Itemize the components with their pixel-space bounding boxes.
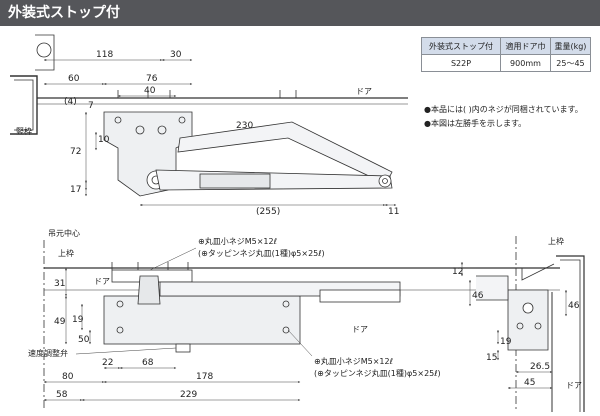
dim-17: 17 [70, 185, 81, 195]
closer-body [103, 295, 301, 345]
side-view-labels: 12 46 19 46 15 26.5 45 上枠 ドア [452, 236, 582, 390]
dim-255: (255) [256, 207, 280, 217]
dim-50: 50 [78, 335, 90, 345]
top-view-labels: 118 30 60 76 40 (4) 7 10 72 17 230 (255)… [16, 50, 399, 217]
dim-40: 40 [144, 86, 156, 96]
page-title: 外装式ストップ付 [8, 5, 120, 21]
label-door-front: ドア [94, 277, 110, 286]
spec-data-row: S22P 900mm 25～45 [420, 54, 592, 72]
side-bracket-top [476, 263, 555, 281]
side-frame-outer [556, 255, 585, 412]
dim-60: 60 [68, 74, 80, 84]
side-screw [534, 322, 542, 330]
side-frame-inner [560, 259, 581, 412]
top-view [10, 34, 408, 197]
valve-leader [75, 347, 177, 355]
top-view-dimensions [43, 59, 397, 206]
label-side-door: ドア [566, 381, 582, 390]
label-door: ドア [356, 87, 372, 96]
dim-4: (4) [64, 97, 77, 107]
dim-46-right: 46 [568, 301, 580, 311]
callout-bottom-line1: ⊕丸皿小ネジM5×12ℓ [314, 356, 393, 366]
body-screw [116, 326, 124, 334]
callout-top-line2: (⊕タッピンネジ丸皿(1種)φ5×25ℓ) [198, 248, 325, 258]
side-view-dimensions [461, 261, 567, 389]
screw-hole [135, 125, 145, 135]
side-arm [476, 275, 509, 301]
dim-26-5: 26.5 [530, 362, 550, 372]
title-bar: 外装式ストップ付 [0, 0, 600, 26]
frame-inner [14, 79, 34, 131]
dim-72: 72 [70, 147, 81, 157]
body-screw [116, 300, 124, 308]
label-side-top-frame: 上枠 [548, 236, 564, 246]
dim-11: 11 [388, 207, 399, 217]
spec-weight-value: 25～45 [549, 54, 592, 72]
dim-230: 230 [236, 121, 253, 131]
arm-shoe [137, 275, 161, 305]
front-view-dimensions [43, 247, 313, 401]
dim-58: 58 [56, 390, 68, 400]
lower-arm [155, 169, 393, 191]
spec-table: 外装式ストップ付 適用ドア巾 重量(kg) S22P 900mm 25～45 [420, 37, 592, 72]
dim-46-left: 46 [472, 291, 484, 301]
dim-49: 49 [54, 317, 66, 327]
dim-80: 80 [62, 372, 74, 382]
dim-30: 30 [170, 50, 182, 60]
body-screw [282, 300, 290, 308]
dim-19-side: 19 [500, 337, 512, 347]
spec-header-weight: 重量(kg) [549, 37, 592, 55]
dim-19: 19 [72, 315, 84, 325]
speed-valve [175, 343, 191, 353]
notes: ●本品には( )内のネジが同梱されています。 ●本図は左勝手を示します。 [424, 103, 583, 131]
dim-118: 118 [96, 50, 113, 60]
note-left-hand: ●本図は左勝手を示します。 [424, 119, 527, 128]
label-top-frame: 上枠 [58, 248, 74, 258]
hinge-block [35, 34, 55, 71]
hinge-circle [36, 42, 52, 58]
dim-31: 31 [54, 279, 65, 289]
callout-leader-top [149, 247, 197, 271]
label-frame: 竪枠 [16, 126, 32, 136]
spec-header-model: 外装式ストップ付 [420, 37, 502, 55]
spec-model-value: S22P [420, 54, 502, 72]
screw-hole [178, 116, 186, 124]
frame-outline [10, 75, 38, 135]
dim-76: 76 [146, 74, 158, 84]
dim-22: 22 [102, 358, 113, 368]
side-pivot [522, 302, 534, 314]
dim-178: 178 [196, 372, 213, 382]
spec-header-row: 外装式ストップ付 適用ドア巾 重量(kg) [420, 37, 592, 55]
screw-hole [114, 116, 122, 124]
dim-12: 12 [452, 267, 463, 277]
dim-229: 229 [180, 390, 197, 400]
label-speed-valve: 速度調整弁 [28, 348, 68, 358]
front-view-labels: 31 49 19 50 22 68 80 178 58 229 吊元中心 上枠 … [28, 228, 441, 400]
front-view [43, 240, 560, 410]
side-closer-body [507, 289, 549, 351]
note-screws: ●本品には( )内のネジが同梱されています。 [424, 105, 583, 114]
arm-rod [199, 173, 271, 189]
dim-45: 45 [524, 378, 535, 388]
label-hinge-center: 吊元中心 [48, 228, 80, 238]
dim-15: 15 [486, 353, 497, 363]
side-screw [516, 322, 524, 330]
dim-10: 10 [98, 135, 110, 145]
dim-7: 7 [88, 101, 94, 111]
screw-hole [157, 125, 167, 135]
dim-68: 68 [142, 358, 154, 368]
label-door-front-right: ドア [352, 325, 368, 334]
callout-top-line1: ⊕丸皿小ネジM5×12ℓ [198, 236, 277, 246]
spec-door-width-value: 900mm [500, 54, 551, 72]
side-view [476, 236, 585, 412]
arm-end-pin [382, 178, 388, 184]
body-screw [282, 326, 290, 334]
callout-bottom-line2: (⊕タッピンネジ丸皿(1種)φ5×25ℓ) [314, 368, 441, 378]
callout-leader-bottom [287, 329, 313, 357]
arm-bracket [319, 289, 401, 303]
arm-end-pivot [378, 174, 392, 188]
spec-header-door-width: 適用ドア巾 [500, 37, 551, 55]
